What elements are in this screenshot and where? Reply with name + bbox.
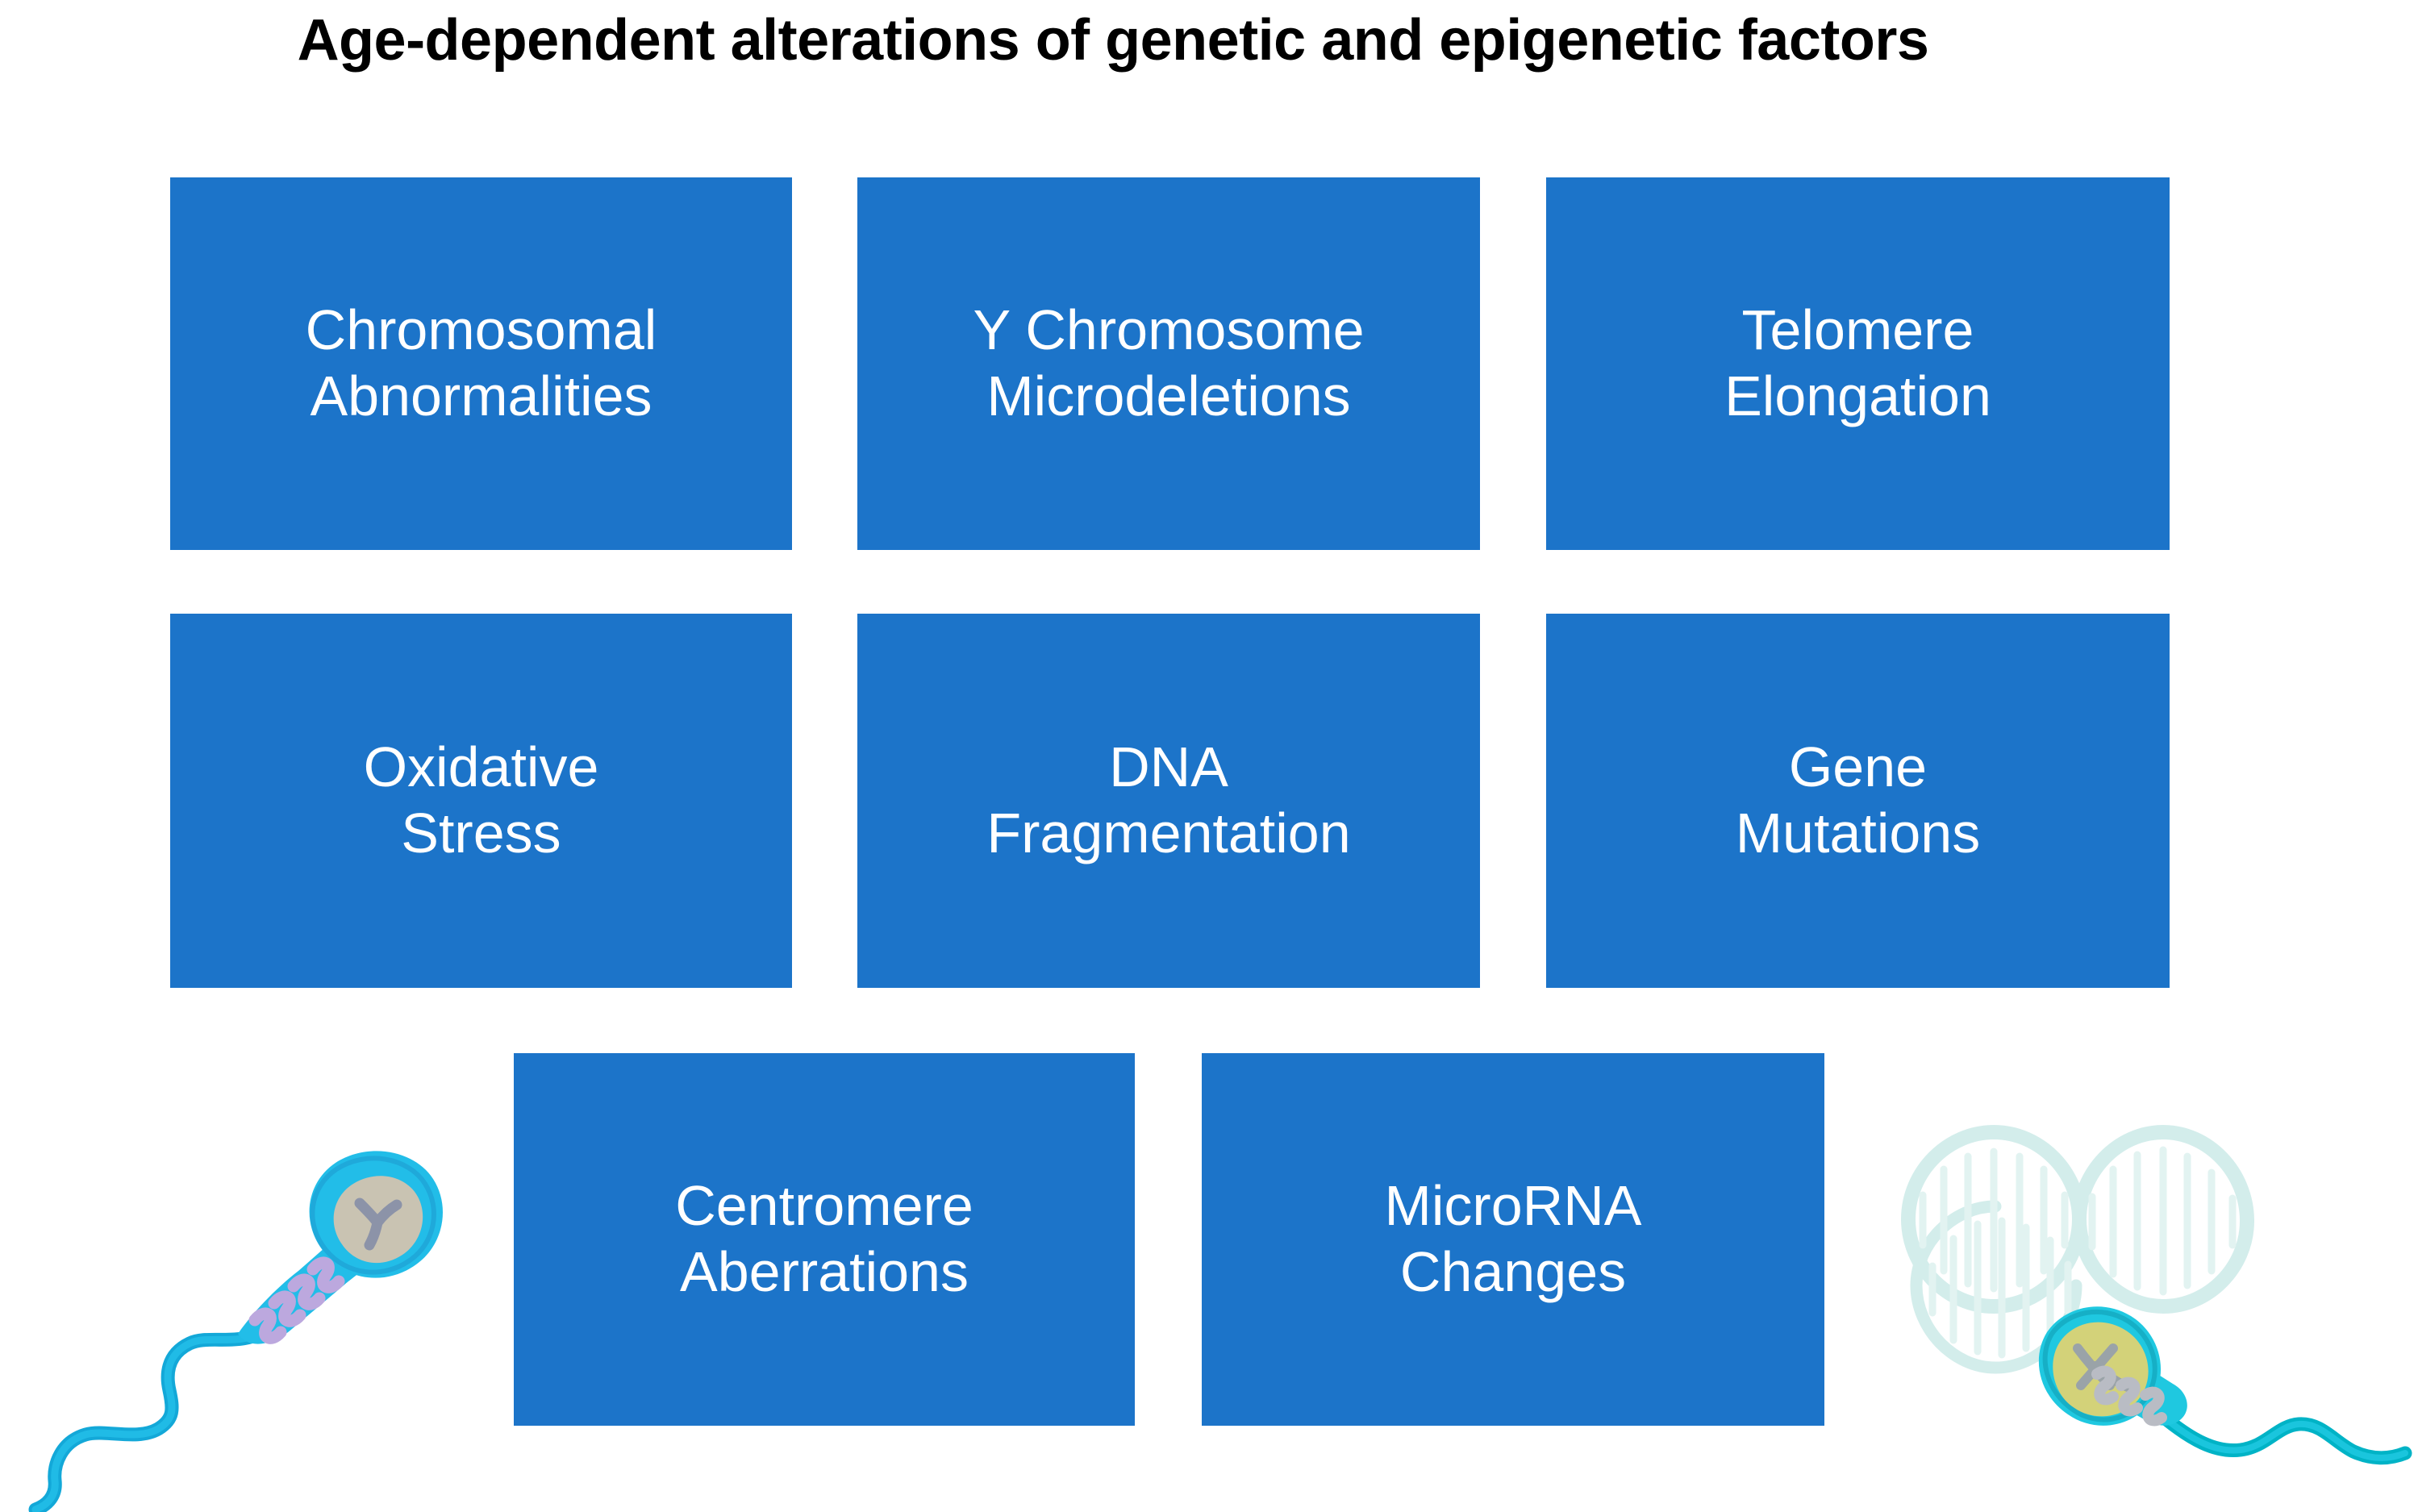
factor-label: Centromere Aberrations xyxy=(675,1174,973,1303)
factor-box-dna-fragmentation[interactable]: DNA Fragmentation xyxy=(857,614,1480,988)
factor-box-gene-mutations[interactable]: Gene Mutations xyxy=(1546,614,2170,988)
sperm-cell-with-dna-helix-illustration xyxy=(1894,1074,2418,1512)
factor-box-centromere-aberrations[interactable]: Centromere Aberrations xyxy=(514,1053,1135,1426)
sperm-cell-with-y-chromosome-illustration xyxy=(8,1132,460,1512)
factor-label: Telomere Elongation xyxy=(1724,298,1991,427)
factor-box-chromosomal-abnormalities[interactable]: Chromosomal Abnormalities xyxy=(170,177,792,550)
factor-box-telomere-elongation[interactable]: Telomere Elongation xyxy=(1546,177,2170,550)
factor-box-oxidative-stress[interactable]: Oxidative Stress xyxy=(170,614,792,988)
factor-box-y-chromosome-microdeletions[interactable]: Y Chromosome Microdeletions xyxy=(857,177,1480,550)
dna-helix-icon xyxy=(1901,1124,2254,1374)
factor-label: Chromosomal Abnormalities xyxy=(305,298,657,427)
factor-box-microrna-changes[interactable]: MicroRNA Changes xyxy=(1202,1053,1824,1426)
factor-label: MicroRNA Changes xyxy=(1384,1174,1642,1303)
factor-label: Gene Mutations xyxy=(1735,735,1981,864)
sperm-right-icon xyxy=(1901,1124,2412,1465)
figure-title: Age-dependent alterations of genetic and… xyxy=(297,8,1929,73)
factor-label: Y Chromosome Microdeletions xyxy=(973,298,1365,427)
sperm-left-icon xyxy=(28,1151,443,1512)
factor-label: DNA Fragmentation xyxy=(986,735,1351,864)
factor-label: Oxidative Stress xyxy=(363,735,599,864)
